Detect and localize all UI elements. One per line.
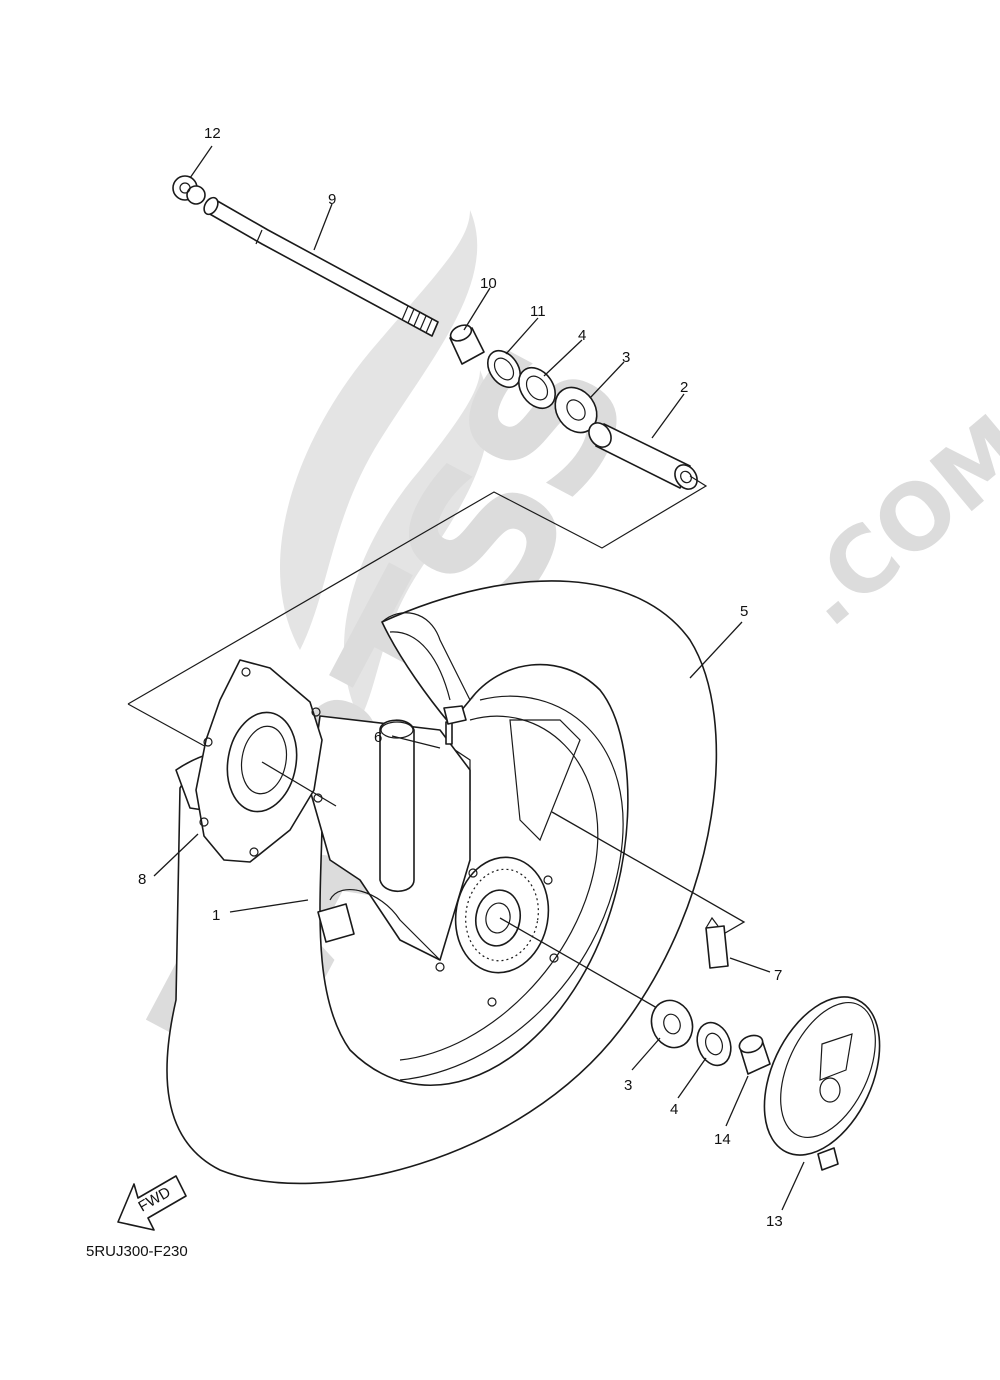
callout-labels: 12 9 10 11 4 3 2 5 6 8 1 7 3 4 14 13: [138, 125, 783, 1230]
callout-2: 2: [680, 379, 688, 396]
callout-4-upper: 4: [578, 327, 586, 344]
part-3-bearing-lower: [650, 999, 694, 1049]
part-13-brake-plate: [763, 996, 881, 1171]
callout-14: 14: [714, 1131, 731, 1148]
callout-10: 10: [480, 275, 497, 292]
leader-lines: [153, 145, 805, 1211]
callout-6: 6: [374, 729, 382, 746]
part-6-valve: [443, 705, 467, 745]
callout-12: 12: [204, 125, 221, 142]
part-10-collar: [449, 324, 485, 365]
part-9-axle: [203, 196, 439, 337]
part-7-group-line: [551, 811, 746, 937]
callout-3-upper: 3: [622, 349, 630, 366]
watermark-suffix: .COM: [777, 395, 1000, 647]
callout-1: 1: [212, 907, 220, 924]
part-4-seal-lower: [696, 1021, 732, 1067]
part-7-clip: [705, 916, 729, 969]
callout-5: 5: [740, 603, 748, 620]
callout-8: 8: [138, 871, 146, 888]
callout-11: 11: [530, 303, 546, 320]
part-2-spacer: [588, 422, 698, 490]
callout-4-lower: 4: [670, 1101, 678, 1118]
hub-axis-line-right: [499, 917, 665, 1013]
callout-13: 13: [766, 1213, 783, 1230]
fwd-arrow-icon: FWD: [117, 1175, 187, 1231]
callout-9: 9: [328, 191, 336, 208]
part-11-seal: [486, 349, 522, 389]
part-12-nut: [172, 175, 206, 205]
part-14-collar: [738, 1034, 771, 1075]
callout-3-lower: 3: [624, 1077, 632, 1094]
part-4-bearing-upper: [518, 366, 556, 410]
hub-axis-line-left: [261, 761, 337, 807]
callout-7: 7: [774, 967, 782, 984]
diagram-code: 5RUJ300-F230: [86, 1243, 188, 1260]
part-1-wheel: [309, 695, 624, 1081]
